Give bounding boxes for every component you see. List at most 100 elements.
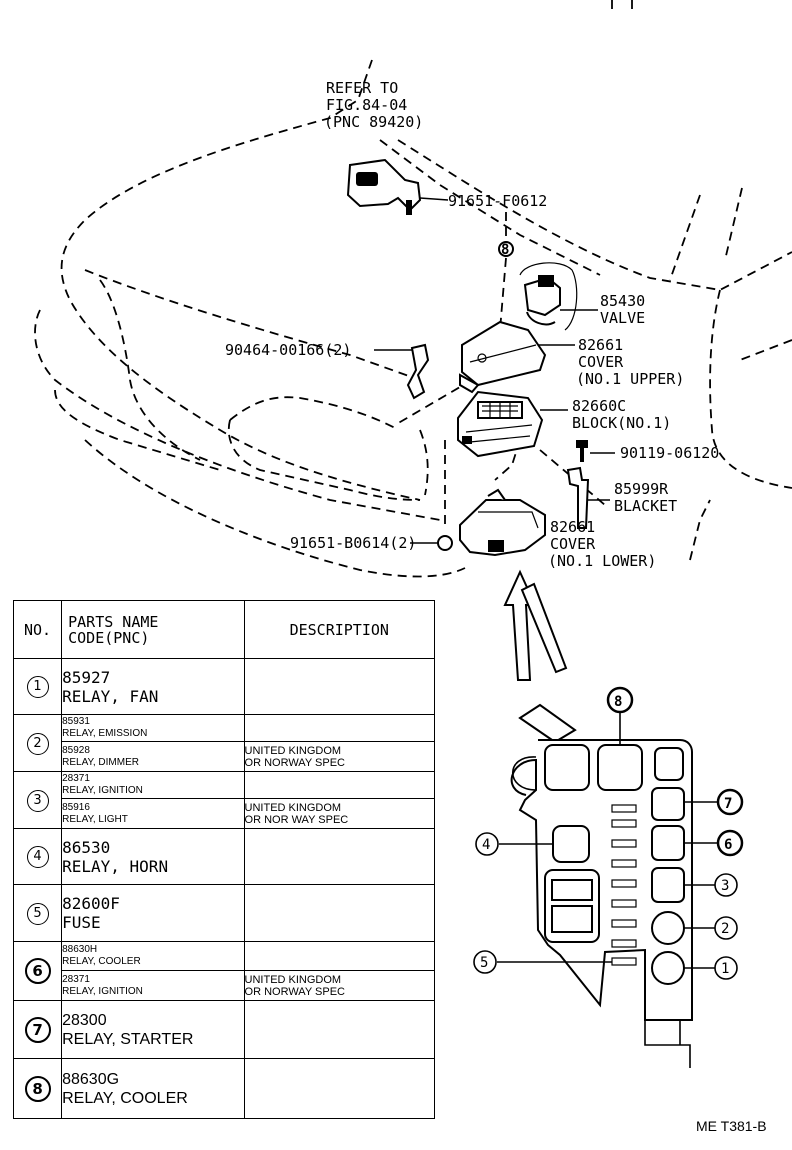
part-code: 85916	[62, 801, 90, 813]
marker-7-label: 7	[724, 796, 732, 812]
part-name: RELAY, STARTER	[62, 1030, 194, 1048]
callout-cover-lower-spec: (NO.1 LOWER)	[548, 552, 656, 570]
marker-5-label: 5	[480, 955, 488, 971]
callout-bracket-code: 85999R	[614, 480, 669, 498]
block-marker-3: 3	[714, 873, 738, 897]
block-part	[457, 390, 544, 458]
marker-8-label: 8	[614, 694, 622, 710]
callout-cover-upper-code: 82661	[578, 336, 623, 354]
parts-table: NO. PARTS NAME CODE(PNC) DESCRIPTION 1 8…	[12, 600, 436, 1119]
marker-4-label: 4	[482, 837, 490, 853]
block-marker-7: 7	[716, 788, 744, 816]
part-code: 88630G	[62, 1070, 120, 1088]
row-number-badge: 5	[26, 902, 49, 925]
row-number-badge: 8	[24, 1075, 51, 1102]
part-name: FUSE	[62, 913, 101, 932]
cover-upper-part	[459, 320, 547, 394]
part-code: 85928	[62, 744, 90, 756]
callout-cover-upper-name: COVER	[578, 353, 624, 371]
block-marker-2: 2	[714, 916, 738, 940]
table-row: 6 88630H RELAY, COOLER	[12, 941, 436, 1001]
callout-91651-f0612: 91651-F0612	[448, 192, 547, 210]
table-row: 5 82600F FUSE	[12, 884, 436, 942]
header-description: DESCRIPTION	[243, 600, 436, 659]
car-body-outline	[34, 0, 792, 578]
table-row: 3 28371 RELAY, IGNITION	[12, 771, 436, 829]
row-number-badge: 6	[24, 958, 51, 984]
table-row: 85916 RELAY, LIGHT UNITED KINGDOM OR NOR…	[14, 798, 436, 829]
description-line1: UNITED KINGDOM	[244, 744, 342, 757]
callout-cover-upper-spec: (NO.1 UPPER)	[576, 370, 684, 388]
marker-1-label: 1	[721, 961, 729, 977]
pointer-arrows	[503, 569, 568, 681]
refer-to-line2: FIG.84-04	[326, 96, 407, 114]
part-cell: 85928 RELAY, DIMMER	[61, 741, 245, 772]
part-code: 88630H	[62, 944, 98, 955]
table-row: 7 28300 RELAY, STARTER	[12, 1000, 436, 1059]
part-cell: 86530 RELAY, HORN	[61, 828, 245, 885]
description-cell	[243, 828, 436, 885]
nut-part	[406, 343, 430, 400]
part-code: 85927	[62, 667, 111, 687]
description-cell	[243, 941, 436, 971]
part-code: 82600F	[62, 894, 120, 913]
block-marker-1: 1	[714, 956, 738, 980]
description-cell: UNITED KINGDOM OR NORWAY SPEC	[243, 970, 436, 1001]
part-name: RELAY, DIMMER	[62, 756, 139, 768]
callout-labels: REFER TO FIG.84-04 (PNC 89420) 91651-F06…	[225, 79, 719, 570]
description-cell	[243, 714, 436, 742]
screw-part	[576, 440, 588, 462]
callout-valve-name: VALVE	[600, 309, 645, 327]
description-line2: OR NOR WAY SPEC	[244, 813, 349, 826]
description-cell	[243, 884, 436, 942]
part-code: 28371	[62, 973, 90, 985]
part-code: 86530	[62, 837, 111, 857]
header-parts-name-line1: PARTS NAME	[68, 612, 159, 631]
part-name: RELAY, EMISSION	[62, 728, 148, 739]
part-cell: 88630H RELAY, COOLER	[61, 941, 245, 971]
marker-6-label: 6	[724, 837, 732, 853]
description-line2: OR NORWAY SPEC	[244, 756, 345, 769]
bolt-marker-lower	[437, 535, 453, 551]
description-cell	[243, 771, 436, 799]
part-name: RELAY, LIGHT	[62, 813, 128, 825]
table-row: 2 85931 RELAY, EMISSION	[12, 714, 436, 772]
part-cell: 85931 RELAY, EMISSION	[61, 714, 245, 742]
marker-3-label: 3	[721, 878, 729, 894]
block-marker-6: 6	[716, 829, 744, 857]
callout-valve-code: 85430	[600, 292, 645, 310]
refer-to-line3: (PNC 89420)	[324, 113, 423, 131]
header-parts-name-line2: CODE(PNC)	[68, 628, 150, 647]
part-code: 28371	[62, 773, 90, 784]
callout-90119-06120: 90119-06120	[620, 444, 719, 462]
part-name: RELAY, FAN	[62, 686, 159, 706]
block-marker-4: 4	[475, 832, 499, 856]
table-header-row: NO. PARTS NAME CODE(PNC) DESCRIPTION	[12, 600, 436, 659]
relay-block-layout	[497, 703, 718, 1068]
part-cell: 28371 RELAY, IGNITION	[61, 771, 245, 799]
block-marker-8: 8	[606, 686, 634, 714]
callout-bracket-name: BLACKET	[614, 497, 677, 515]
part-name: RELAY, IGNITION	[62, 785, 143, 796]
table-row: 28371 RELAY, IGNITION UNITED KINGDOM OR …	[14, 970, 436, 1001]
part-code: 28300	[62, 1011, 107, 1029]
part-cell: 85927 RELAY, FAN	[61, 658, 245, 715]
part-cell: 28371 RELAY, IGNITION	[61, 970, 245, 1001]
description-line2: OR NORWAY SPEC	[244, 985, 345, 998]
callout-cover-lower-name: COVER	[550, 535, 596, 553]
row-number-badge: 2	[26, 732, 49, 755]
bolt-marker-label: 8	[501, 242, 509, 258]
description-cell	[243, 1058, 436, 1119]
part-name: RELAY, COOLER	[62, 1089, 188, 1107]
table-row: 4 86530 RELAY, HORN	[12, 828, 436, 885]
header-parts-name: PARTS NAME CODE(PNC)	[61, 600, 245, 659]
header-no: NO.	[12, 600, 63, 659]
description-line1: UNITED KINGDOM	[244, 801, 342, 814]
marker-2-label: 2	[721, 921, 729, 937]
table-row: 1 85927 RELAY, FAN	[12, 658, 436, 715]
row-number-badge: 4	[26, 846, 49, 868]
part-name: RELAY, IGNITION	[62, 985, 143, 997]
row-number-badge: 3	[26, 789, 49, 812]
table-row: 8 88630G RELAY, COOLER	[12, 1058, 436, 1119]
description-cell: UNITED KINGDOM OR NORWAY SPEC	[243, 741, 436, 772]
